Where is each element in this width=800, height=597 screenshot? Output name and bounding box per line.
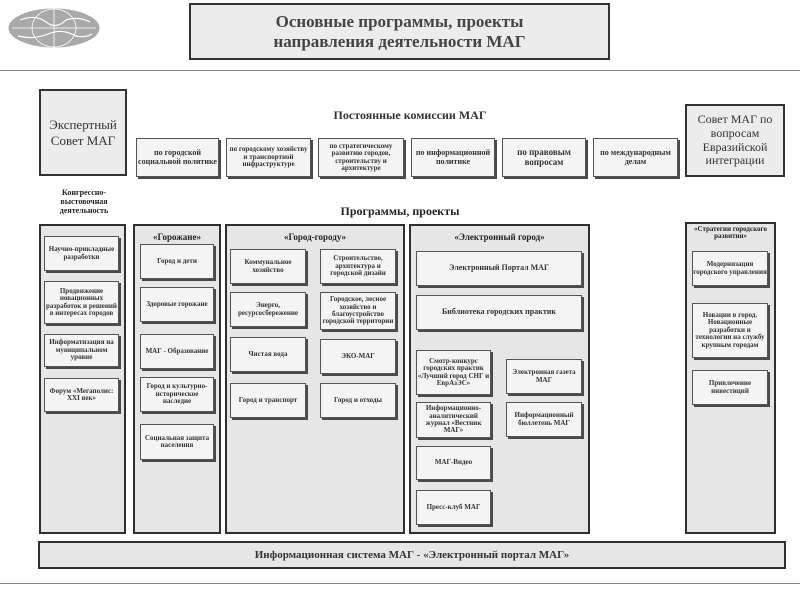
commission-legal: по правовым вопросам <box>502 138 586 177</box>
strategy-item-innovations: Новации в город. Новационные разработки … <box>692 303 768 358</box>
congress-item-forum: Форум «Мегаполис: XXI век» <box>44 378 119 412</box>
e-city-portal: Электронный Портал МАГ <box>416 251 582 286</box>
citizens-item-heritage: Город и культурно-историческое наследие <box>140 377 214 412</box>
city-to-city-title: «Город-городу» <box>283 232 347 242</box>
e-city-video: МАГ-Видео <box>416 446 491 480</box>
strategy-title: «Стратегии городского развития» <box>693 225 768 241</box>
page-title-line1: Основные программы, проекты <box>275 11 524 31</box>
strategy-item-modernization: Модернизация городского управления <box>692 251 768 286</box>
e-city-title: «Электронный город» <box>454 232 545 242</box>
citizens-item-social-protection: Социальная защита населения <box>140 424 214 460</box>
strategy-item-investments: Привлечение инвестиций <box>692 370 768 405</box>
city-item-utilities: Коммунальное хозяйство <box>230 249 306 284</box>
city-item-landscaping: Городское, лесное хозяйство и благоустро… <box>320 292 396 330</box>
eurasian-council-box: Совет МАГ по вопросам Евразийской интегр… <box>685 104 785 177</box>
globe-logo-icon <box>6 6 102 50</box>
congress-item-informatization: Информатизация на муниципальном уровне <box>44 334 119 367</box>
expert-council-box: Экспертный Совет МАГ <box>39 89 127 176</box>
programs-title: Программы, проекты <box>340 204 460 218</box>
citizens-item-education: МАГ - Образование <box>140 334 214 369</box>
congress-item-promotion: Продвижение новационных разработок и реш… <box>44 281 119 324</box>
commission-infrastructure: по городскому хозяйству и транспортной и… <box>226 138 311 177</box>
citizens-item-health: Здоровые горожане <box>140 287 214 322</box>
e-city-contest: Смотр-конкурс городских практик «Лучший … <box>416 350 491 395</box>
commission-international: по международным делам <box>593 138 678 177</box>
city-item-transport: Город и транспорт <box>230 383 306 418</box>
commission-information: по информационной политике <box>411 138 495 177</box>
commissions-title: Постоянные комиссии МАГ <box>333 108 487 122</box>
city-item-eco: ЭКО-МАГ <box>320 339 396 374</box>
city-item-water: Чистая вода <box>230 337 306 372</box>
congress-title: Конгрессно-выстовочная деятельность <box>59 188 109 216</box>
commission-social: по городской социальной политике <box>136 138 219 177</box>
page-title-line2: направления деятельности МАГ <box>273 31 526 51</box>
citizens-title: «Горожане» <box>153 232 201 242</box>
e-city-journal: Информационно-аналитический журнал «Вест… <box>416 402 491 438</box>
citizens-item-children: Город и дети <box>140 244 214 279</box>
header-divider <box>0 70 800 71</box>
e-city-press-club: Пресс-клуб МАГ <box>416 490 491 525</box>
city-item-construction: Строительство, архитектура и городской д… <box>320 249 396 284</box>
e-city-bulletin: Информационный бюллетень МАГ <box>506 402 582 437</box>
city-item-energy: Энерго, ресурсосбережение <box>230 292 306 327</box>
e-city-library: Библиотека городских практик <box>416 295 582 330</box>
e-city-newspaper: Электронная газета МАГ <box>506 359 582 394</box>
congress-item-research: Научно-прикладные разработки <box>44 236 119 271</box>
information-system-bar: Информационная система МАГ - «Электронны… <box>38 541 786 569</box>
information-system-label: Информационная система МАГ - «Электронны… <box>254 549 570 561</box>
title-box: Основные программы, проекты направления … <box>189 3 610 60</box>
footer-divider <box>0 583 800 584</box>
commission-strategic: по стратегическому развитию городов, стр… <box>318 138 404 177</box>
city-item-waste: Город и отходы <box>320 383 396 418</box>
